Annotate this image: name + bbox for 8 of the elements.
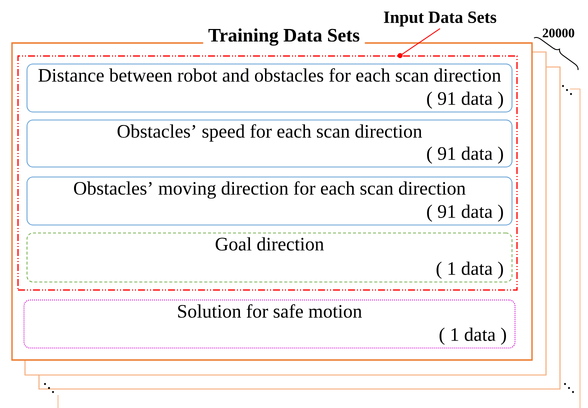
data-box: Obstacles’ moving direction for each scan direction ( 91 data ) xyxy=(26,176,512,226)
heading: Input Data Sets xyxy=(384,12,496,26)
leader-line xyxy=(398,28,440,58)
data-box: Obstacles’ speed for each scan direction ( 91 data ) xyxy=(26,120,512,168)
data-box: Distance between robot and obstacles for each scan direction ( 91 data ) xyxy=(26,64,512,112)
data-box: Goal direction ( 1 data ) xyxy=(26,232,512,282)
data-box: Solution for safe motion ( 1 data ) xyxy=(24,300,516,348)
count-label: 20000 xyxy=(542,28,574,38)
